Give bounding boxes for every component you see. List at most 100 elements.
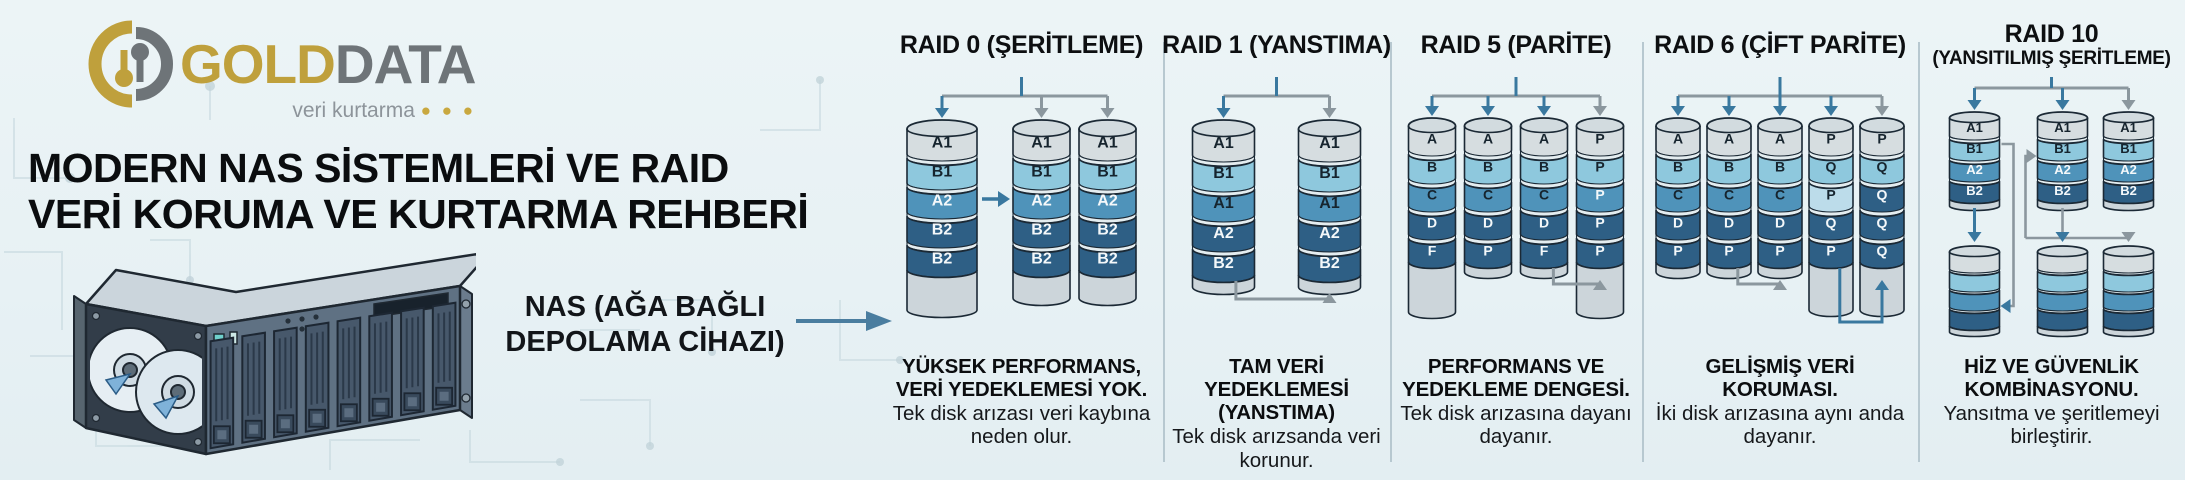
svg-text:P: P <box>1826 242 1835 258</box>
svg-text:Q: Q <box>1877 242 1888 258</box>
svg-text:P: P <box>1595 242 1604 258</box>
raid-description-text: Tek disk arızsanda veri korunur. <box>1172 425 1381 472</box>
tagline-dots: ● ● ● <box>420 101 476 120</box>
brand-tagline: veri kurtarma ● ● ● <box>292 99 476 122</box>
svg-text:A: A <box>1483 130 1493 146</box>
svg-text:D: D <box>1775 214 1785 230</box>
raid-description-text: İki disk arızasına aynı anda dayanır. <box>1655 402 1905 449</box>
column-divider <box>1390 42 1392 462</box>
svg-text:P: P <box>1826 130 1835 146</box>
svg-text:P: P <box>1673 242 1682 258</box>
svg-text:B: B <box>1483 158 1493 174</box>
raid-description-bold: GELİŞMİŞ VERİ KORUMASI. <box>1705 355 1855 402</box>
svg-text:B: B <box>1724 158 1734 174</box>
svg-text:D: D <box>1724 214 1734 230</box>
column-divider <box>1642 42 1644 462</box>
page-title: MODERN NAS SİSTEMLERİ VE RAID VERİ KORUM… <box>28 145 809 238</box>
svg-text:A2: A2 <box>1966 162 1983 177</box>
raid-title-raid10: RAID 10(YANSITILMIŞ ŞERİTLEME) <box>1932 20 2171 70</box>
svg-text:P: P <box>1595 214 1604 230</box>
svg-text:B: B <box>1775 158 1785 174</box>
svg-text:A2: A2 <box>932 193 953 210</box>
raid-title-raid0: RAID 0 (ŞERİTLEME) <box>899 31 1144 59</box>
svg-text:A: A <box>1427 130 1437 146</box>
svg-text:B2: B2 <box>1031 251 1052 268</box>
raid-description-bold: YÜKSEK PERFORMANS, VERİ YEDEKLEMESİ YOK. <box>895 355 1148 402</box>
svg-text:A2: A2 <box>2120 162 2137 177</box>
svg-text:B1: B1 <box>2054 141 2071 156</box>
raid-description-bold: HİZ VE GÜVENLİK KOMBİNASYONU. <box>1964 355 2139 402</box>
svg-text:D: D <box>1427 214 1437 230</box>
raid-title-raid6: RAID 6 (ÇİFT PARİTE) <box>1654 31 1906 59</box>
nas-device-label: NAS (AĞA BAĞLI DEPOLAMA CİHAZI) <box>492 290 798 360</box>
svg-text:P: P <box>1595 158 1604 174</box>
svg-text:Q: Q <box>1826 158 1837 174</box>
raid-title-raid5: RAID 5 (PARİTE) <box>1420 31 1612 59</box>
svg-text:A1: A1 <box>1097 135 1118 152</box>
svg-text:F: F <box>1540 242 1549 258</box>
nas-to-raid-arrow <box>796 311 892 331</box>
svg-text:C: C <box>1724 186 1734 202</box>
svg-text:P: P <box>1483 242 1492 258</box>
svg-text:B2: B2 <box>932 251 953 268</box>
raid-description-bold: TAM VERİ YEDEKLEMESİ (YANSTIMA) <box>1204 355 1349 425</box>
nas-device-illustration <box>73 252 476 456</box>
raid-description-raid0: YÜKSEK PERFORMANS, VERİ YEDEKLEMESİ YOK.… <box>880 355 1163 449</box>
raid-description-text: Yansıtma ve şeritlemeyi birleştirir. <box>1943 402 2160 449</box>
svg-text:A2: A2 <box>1319 225 1340 242</box>
raid-description-raid5: PERFORMANS VE YEDEKLEME DENGESİ.Tek disk… <box>1390 355 1642 449</box>
svg-text:B2: B2 <box>1319 255 1340 272</box>
svg-text:Q: Q <box>1826 214 1837 230</box>
svg-text:P: P <box>1724 242 1733 258</box>
svg-text:B2: B2 <box>1097 251 1118 268</box>
title-line-1: MODERN NAS SİSTEMLERİ VE RAID <box>28 145 729 191</box>
svg-text:B1: B1 <box>1097 164 1118 181</box>
svg-text:A1: A1 <box>1031 135 1052 152</box>
svg-text:Q: Q <box>1877 214 1888 230</box>
svg-text:B2: B2 <box>1966 183 1983 198</box>
golddata-logo-icon <box>88 20 173 108</box>
svg-text:P: P <box>1826 186 1835 202</box>
svg-text:A2: A2 <box>2054 162 2071 177</box>
svg-text:P: P <box>1877 130 1886 146</box>
svg-text:B2: B2 <box>2054 183 2071 198</box>
column-divider <box>1918 42 1920 462</box>
svg-text:Q: Q <box>1877 158 1888 174</box>
svg-text:B1: B1 <box>1966 141 1983 156</box>
svg-text:B2: B2 <box>1097 222 1118 239</box>
svg-text:B1: B1 <box>1213 165 1234 182</box>
svg-text:A2: A2 <box>1097 193 1118 210</box>
svg-text:A1: A1 <box>932 135 953 152</box>
svg-text:P: P <box>1595 130 1604 146</box>
nas-label-line-1: NAS (AĞA BAĞLI <box>524 291 766 323</box>
raid-description-text: Tek disk arızasına dayanı dayanır. <box>1400 402 1632 449</box>
svg-text:A: A <box>1724 130 1734 146</box>
svg-text:D: D <box>1673 214 1683 230</box>
brand-wordmark: GOLDDATA <box>180 32 476 96</box>
svg-text:F: F <box>1428 242 1437 258</box>
svg-text:A1: A1 <box>1213 135 1234 152</box>
svg-text:C: C <box>1539 186 1549 202</box>
svg-text:A1: A1 <box>1319 135 1340 152</box>
svg-text:P: P <box>1595 186 1604 202</box>
svg-text:B1: B1 <box>932 164 953 181</box>
svg-text:B2: B2 <box>932 222 953 239</box>
svg-text:B1: B1 <box>2120 141 2137 156</box>
column-divider <box>1163 42 1165 462</box>
nas-label-line-2: DEPOLAMA CİHAZI) <box>505 325 785 358</box>
svg-text:A1: A1 <box>1966 120 1983 135</box>
brand-gold-text: GOLD <box>180 33 336 95</box>
svg-text:A: A <box>1775 130 1785 146</box>
raid-title-raid1: RAID 1 (YANSTIMA) <box>1162 31 1391 59</box>
svg-text:D: D <box>1483 214 1493 230</box>
svg-text:B: B <box>1539 158 1549 174</box>
